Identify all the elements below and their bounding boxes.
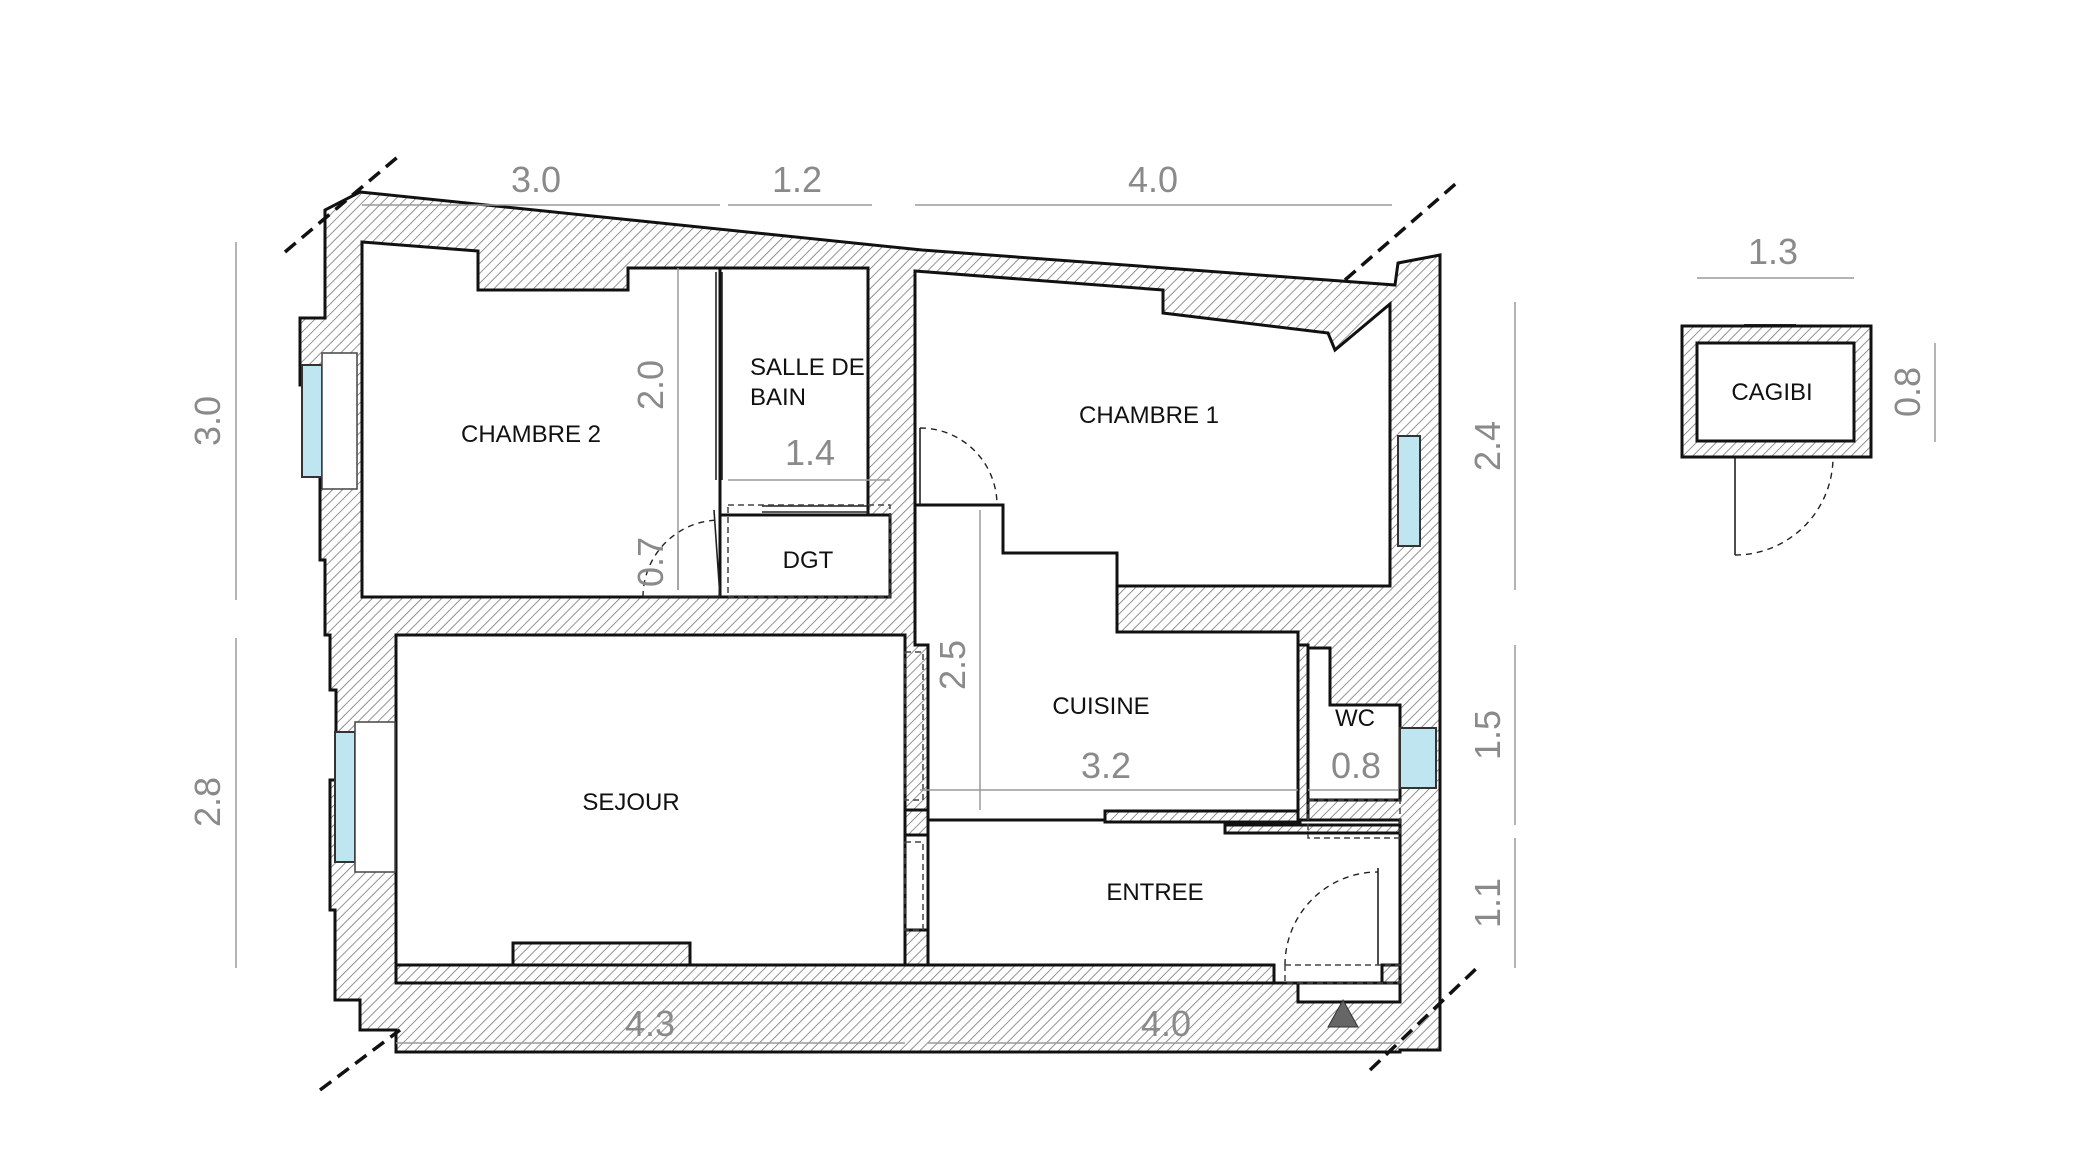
triangle-up-icon (1327, 998, 1359, 1028)
dim-bain-width: 1.4 (785, 432, 835, 473)
dim-top-bain: 1.2 (772, 159, 822, 200)
entree-corner-pillar (1380, 963, 1402, 985)
cuisine-partition (1103, 809, 1302, 824)
window-chambre2 (301, 364, 323, 478)
room-wc-label: WC (1335, 705, 1375, 732)
doors (642, 272, 1834, 984)
sejour-pillar (903, 808, 930, 837)
dim-left-upper: 3.0 (187, 396, 228, 446)
window-chambre1 (1397, 435, 1421, 547)
sejour-corner-pillar (903, 928, 930, 967)
cagibi-floor (1695, 341, 1856, 443)
dimension-lines (235, 204, 1936, 1044)
room-chambre1-label: CHAMBRE 1 (1079, 402, 1219, 429)
wc-side-wall (1296, 643, 1310, 822)
dim-top-cagibi: 1.3 (1748, 231, 1798, 272)
room-bain-label-line1: SALLE DE (750, 354, 865, 381)
entree-bottom-wall (394, 963, 1276, 985)
room-sejour-label: SEJOUR (582, 789, 679, 816)
dim-right-cagibi: 0.8 (1887, 367, 1928, 417)
dim-right-chambre1: 2.4 (1467, 421, 1508, 471)
room-cagibi-label: CAGIBI (1731, 379, 1812, 406)
dim-left-lower: 2.8 (187, 777, 228, 827)
dim-cuisine-width: 3.2 (1081, 745, 1131, 786)
dim-wc-width: 0.8 (1331, 745, 1381, 786)
dim-bottom-entree: 4.0 (1141, 1003, 1191, 1044)
dim-right-wc: 1.5 (1467, 710, 1508, 760)
room-dgt-label: DGT (783, 547, 834, 574)
room-chambre2-label: CHAMBRE 2 (461, 421, 601, 448)
dim-cuisine-height: 2.5 (932, 640, 973, 690)
window-wc (1399, 727, 1437, 789)
dim-bottom-sejour: 4.3 (625, 1003, 675, 1044)
room-cuisine-label: CUISINE (1052, 693, 1149, 720)
room-entree-label: ENTREE (1106, 879, 1203, 906)
chambre2-floor (360, 240, 722, 599)
dim-top-chambre1: 4.0 (1128, 159, 1178, 200)
cut-lines (283, 153, 1482, 1092)
room-bain-label-line2: BAIN (750, 384, 806, 411)
walls (298, 190, 1442, 1054)
dim-bain-height: 2.0 (630, 360, 671, 410)
cagibi (1680, 324, 1873, 459)
window-sejour (334, 731, 356, 863)
windows (301, 324, 1796, 873)
wc-partition-strip (1223, 823, 1402, 835)
dim-dgt-width: 0.7 (630, 537, 671, 587)
dim-right-entree: 1.1 (1467, 878, 1508, 928)
dim-top-chambre2: 3.0 (511, 159, 561, 200)
